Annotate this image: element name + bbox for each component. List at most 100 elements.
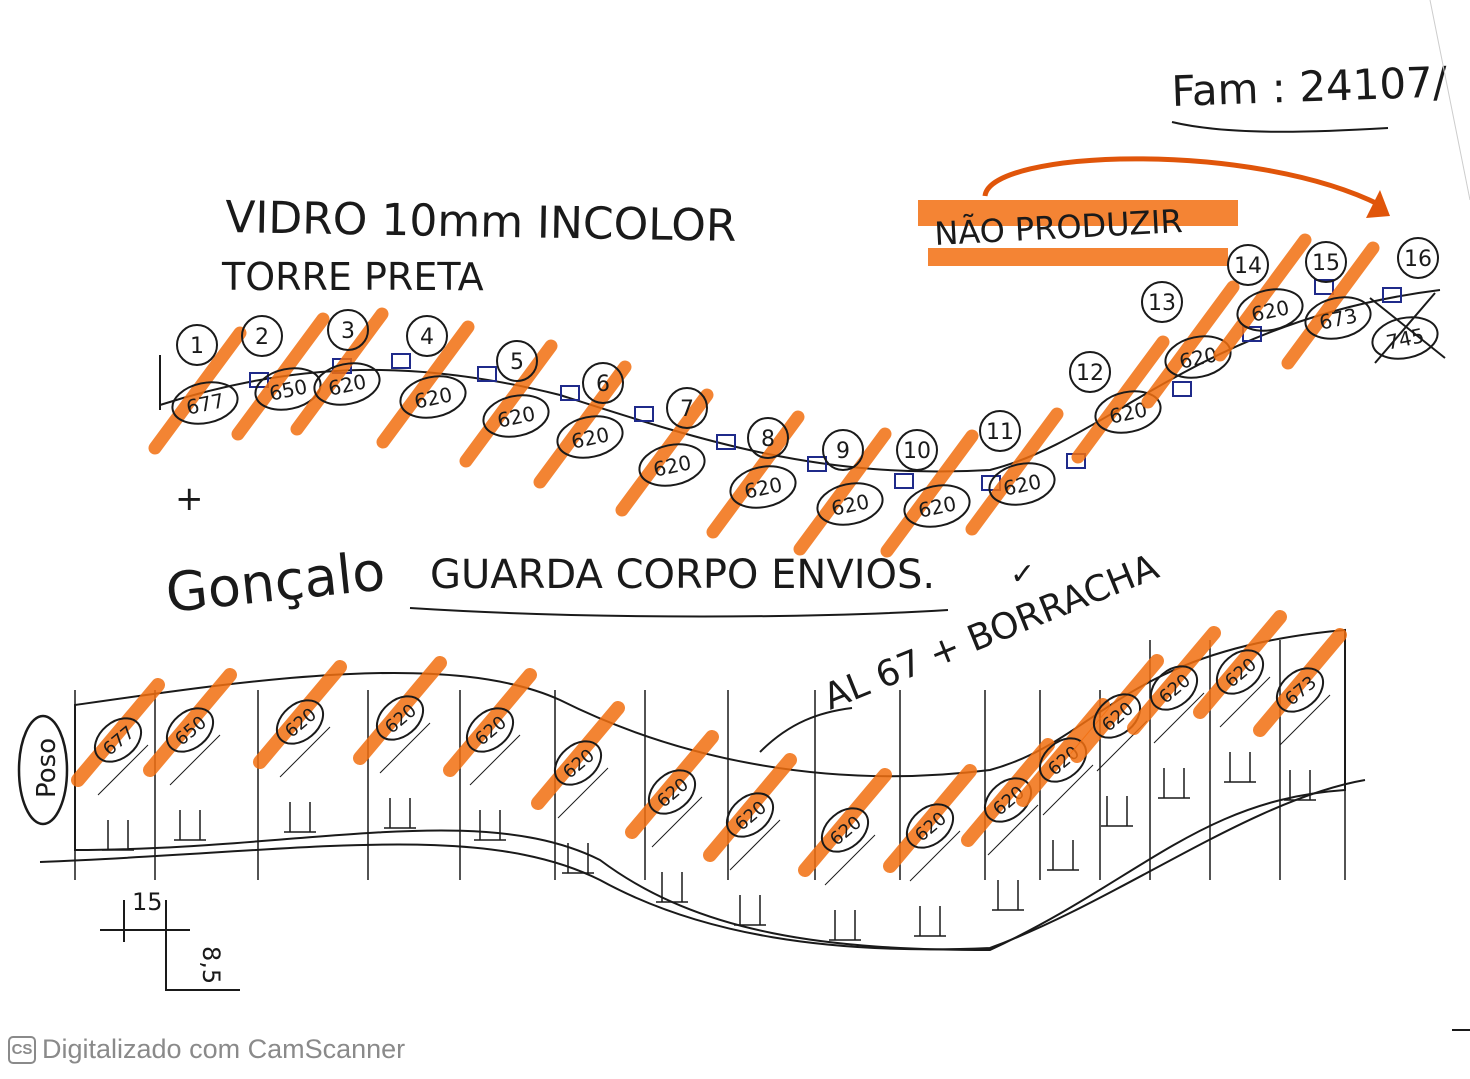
plan-highlight	[1141, 280, 1240, 409]
plan-highlight	[376, 320, 475, 449]
plan-panel-number: 15	[1312, 251, 1340, 276]
elevation-post-bracket	[284, 802, 316, 833]
elevation-panel-size-oval	[375, 695, 425, 741]
elevation-highlight	[961, 738, 1055, 847]
plan-connector	[807, 456, 827, 472]
plan-panel-number-circle	[327, 309, 369, 351]
glass-reflection-stroke	[1153, 692, 1205, 744]
item-name: Gonçalo	[163, 539, 388, 625]
plan-highlight	[1213, 233, 1312, 362]
plan-panel-number-circle	[979, 410, 1021, 452]
glass-reflection-stroke	[469, 734, 521, 786]
plan-highlight	[1071, 335, 1170, 464]
elevation-post-bracket	[734, 895, 766, 926]
plan-panel-number: 11	[986, 420, 1014, 445]
elevation-highlight	[798, 768, 892, 877]
elevation-highlight	[1016, 698, 1110, 807]
plan-highlight	[880, 429, 979, 558]
plan-panel-size-oval	[482, 394, 550, 438]
plan-panel-number-circle	[582, 362, 624, 404]
plan-panel-number-circle	[1069, 351, 1111, 393]
plan-panel-size-oval	[313, 362, 381, 406]
elevation-highlight	[531, 701, 625, 810]
plan-panel-number-circle	[747, 417, 789, 459]
date-underline	[1171, 121, 1389, 133]
elevation-post-bracket	[174, 810, 206, 841]
elevation-highlight	[1127, 626, 1221, 735]
elevation-panel-size-oval	[465, 707, 515, 753]
elevation-panel-size-oval	[553, 740, 603, 786]
elevation-post-bracket	[829, 910, 861, 941]
plan-panel-number: 7	[680, 397, 694, 422]
plan-connector	[560, 385, 580, 401]
plan-panel-number: 16	[1404, 247, 1432, 272]
plan-highlight	[965, 407, 1064, 536]
glass-reflection-stroke	[1279, 694, 1331, 746]
elevation-highlight	[1193, 610, 1287, 719]
subtitle-underline	[409, 607, 949, 618]
plan-highlight	[615, 388, 714, 517]
plan-panel-size-oval	[1094, 390, 1162, 434]
plan-panel-size-oval	[1371, 316, 1439, 360]
plan-highlight	[231, 312, 330, 441]
elevation-post-bracket	[1101, 796, 1133, 827]
plan-panel-number: 1	[190, 334, 204, 359]
plan-panel-size-oval	[254, 367, 322, 411]
glass-reflection-stroke	[651, 796, 703, 848]
plan-panel-number-circle	[1397, 237, 1439, 279]
elevation-post-bracket	[562, 843, 594, 874]
plan-panel-size-oval	[729, 465, 797, 509]
plan-panel-number-circle	[496, 340, 538, 382]
plan-panel-number: 14	[1234, 254, 1262, 279]
elevation-highlight	[1070, 654, 1164, 763]
plan-panel-number-circle	[666, 387, 708, 429]
plan-panel-size-oval	[638, 443, 706, 487]
plan-panel-number: 10	[903, 439, 931, 464]
plan-highlight	[1281, 241, 1380, 370]
glass-reflection-stroke	[279, 726, 331, 778]
elevation-highlight	[1253, 628, 1347, 737]
dimension-v: 8,5	[197, 946, 225, 984]
title-line2: TORRE PRETA	[221, 255, 484, 299]
plan-panel-size-oval	[1236, 288, 1304, 332]
date-note: Fam : 24107/	[1171, 57, 1449, 116]
elevation-post-bracket	[102, 820, 134, 851]
plan-panel-number: 8	[761, 427, 775, 452]
plan-panel-number-circle	[176, 324, 218, 366]
elevation-post-bracket	[1224, 752, 1256, 783]
plus-sign: +	[175, 479, 204, 519]
warning-arrow	[982, 156, 1382, 208]
plan-panel-number: 2	[255, 325, 269, 350]
plan-panel-number: 3	[341, 319, 355, 344]
dimension-cross	[100, 900, 240, 991]
elevation-panel-size-oval	[905, 803, 955, 849]
dimension-h: 15	[132, 888, 163, 916]
warning-arrow-head	[1366, 190, 1390, 218]
plan-connector	[1314, 279, 1334, 295]
side-label: Poso	[32, 738, 62, 798]
plan-panel-number: 13	[1148, 291, 1176, 316]
elevation-base-line	[39, 779, 1366, 951]
elevation-post-bracket	[1158, 768, 1190, 799]
elevation-outline	[74, 628, 1346, 952]
warning-highlight-top	[918, 200, 1238, 226]
plan-panel-size-oval	[556, 415, 624, 459]
plan-highlight	[533, 360, 632, 489]
subtitle: GUARDA CORPO ENVIOS.	[430, 552, 935, 598]
elevation-post-bracket	[656, 872, 688, 903]
plan-panel-number: 6	[596, 372, 610, 397]
plan-connector	[634, 406, 654, 422]
plan-highlight	[148, 326, 247, 455]
elevation-panel-size-oval	[647, 769, 697, 815]
plan-connector	[1382, 287, 1402, 303]
plan-panel-number-circle	[1141, 281, 1183, 323]
plan-panel-size-oval	[988, 462, 1056, 506]
glass-reflection-stroke	[987, 804, 1039, 856]
side-label-oval	[17, 714, 69, 826]
scanner-watermark: CS Digitalizado com CamScanner	[8, 1034, 405, 1065]
elevation-panel-size-oval	[165, 707, 215, 753]
glass-reflection-stroke	[557, 767, 609, 819]
elevation-panel-size-oval	[1215, 649, 1265, 695]
